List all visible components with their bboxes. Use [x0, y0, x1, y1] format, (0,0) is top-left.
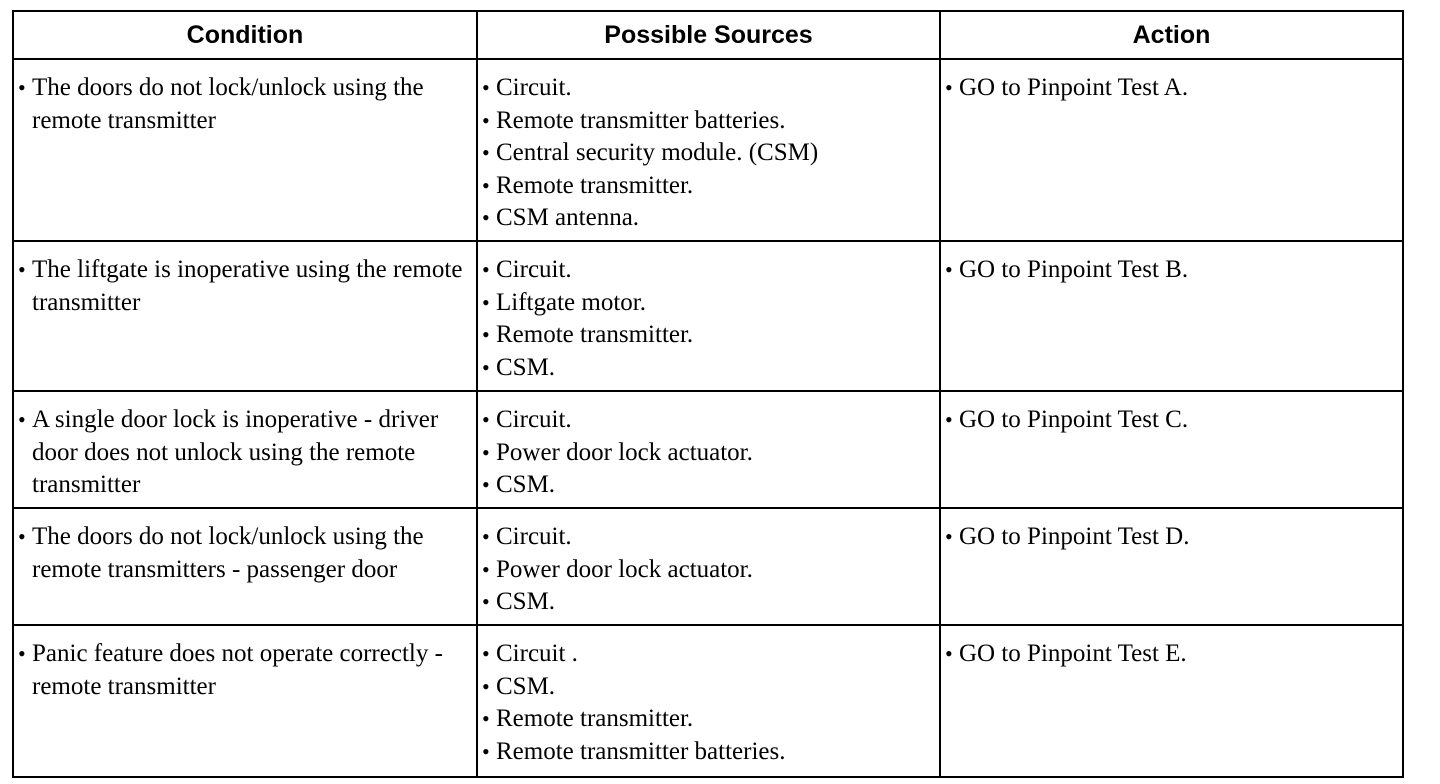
- header-possible-sources: Possible Sources: [476, 10, 941, 60]
- condition-cell: The liftgate is inoperative using the re…: [12, 240, 478, 392]
- table-row: The liftgate is inoperative using the re…: [12, 240, 1404, 392]
- header-action: Action: [939, 10, 1404, 60]
- source-item: CSM antenna.: [482, 202, 935, 235]
- condition-cell: The doors do not lock/unlock using the r…: [12, 58, 478, 242]
- action-cell: GO to Pinpoint Test B.: [939, 240, 1404, 392]
- source-item: Liftgate motor.: [482, 287, 935, 320]
- condition-text: The liftgate is inoperative using the re…: [18, 254, 472, 319]
- source-item: Remote transmitter.: [482, 170, 935, 203]
- action-cell: GO to Pinpoint Test E.: [939, 624, 1404, 778]
- table-row: A single door lock is inoperative - driv…: [12, 390, 1404, 509]
- condition-cell: The doors do not lock/unlock using the r…: [12, 507, 478, 626]
- action-text: GO to Pinpoint Test B.: [945, 254, 1398, 287]
- table-row: Panic feature does not operate correctly…: [12, 624, 1404, 778]
- action-text: GO to Pinpoint Test D.: [945, 521, 1398, 554]
- source-item: Circuit.: [482, 254, 935, 287]
- action-cell: GO to Pinpoint Test A.: [939, 58, 1404, 242]
- sources-cell: Circuit. Power door lock actuator. CSM.: [476, 507, 941, 626]
- action-text: GO to Pinpoint Test C.: [945, 404, 1398, 437]
- source-item: CSM.: [482, 586, 935, 619]
- diagnosis-table: Condition Possible Sources Action The do…: [12, 10, 1404, 778]
- condition-cell: Panic feature does not operate correctly…: [12, 624, 478, 778]
- table-row: The doors do not lock/unlock using the r…: [12, 58, 1404, 242]
- source-item: Remote transmitter batteries.: [482, 105, 935, 138]
- header-row: Condition Possible Sources Action: [12, 10, 1404, 60]
- source-item: Central security module. (CSM): [482, 137, 935, 170]
- action-cell: GO to Pinpoint Test C.: [939, 390, 1404, 509]
- source-item: CSM.: [482, 671, 935, 704]
- table-row: The doors do not lock/unlock using the r…: [12, 507, 1404, 626]
- source-item: CSM.: [482, 352, 935, 385]
- source-item: Remote transmitter.: [482, 703, 935, 736]
- condition-text: The doors do not lock/unlock using the r…: [18, 72, 472, 137]
- source-item: Circuit.: [482, 404, 935, 437]
- action-text: GO to Pinpoint Test A.: [945, 72, 1398, 105]
- source-item: Circuit.: [482, 521, 935, 554]
- condition-text: A single door lock is inoperative - driv…: [18, 404, 472, 502]
- source-item: Power door lock actuator.: [482, 554, 935, 587]
- source-item: CSM.: [482, 469, 935, 502]
- condition-text: Panic feature does not operate correctly…: [18, 638, 472, 703]
- source-item: Remote transmitter batteries.: [482, 736, 935, 769]
- source-item: Power door lock actuator.: [482, 437, 935, 470]
- source-item: Remote transmitter.: [482, 319, 935, 352]
- sources-cell: Circuit. Remote transmitter batteries. C…: [476, 58, 941, 242]
- header-condition: Condition: [12, 10, 478, 60]
- sources-cell: Circuit. Liftgate motor. Remote transmit…: [476, 240, 941, 392]
- condition-cell: A single door lock is inoperative - driv…: [12, 390, 478, 509]
- condition-text: The doors do not lock/unlock using the r…: [18, 521, 472, 586]
- source-item: Circuit.: [482, 72, 935, 105]
- sources-cell: Circuit. Power door lock actuator. CSM.: [476, 390, 941, 509]
- action-cell: GO to Pinpoint Test D.: [939, 507, 1404, 626]
- source-item: Circuit .: [482, 638, 935, 671]
- sources-cell: Circuit . CSM. Remote transmitter. Remot…: [476, 624, 941, 778]
- action-text: GO to Pinpoint Test E.: [945, 638, 1398, 671]
